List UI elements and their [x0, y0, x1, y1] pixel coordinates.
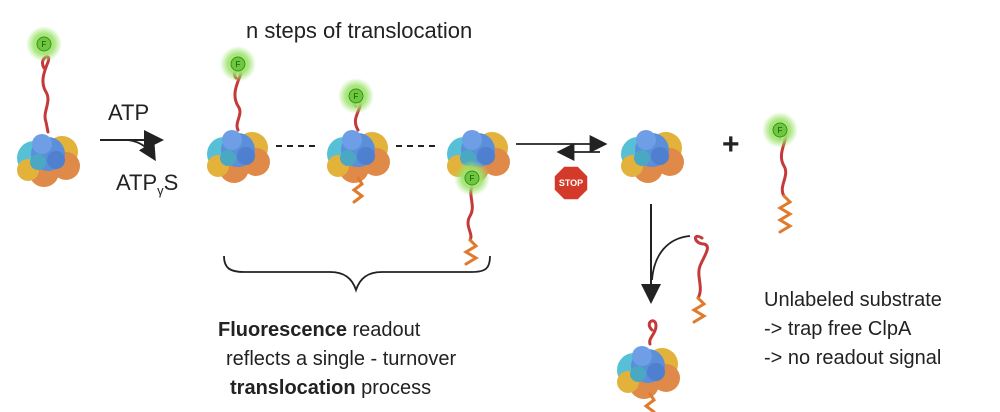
- clpa-complex-trapped: [617, 346, 680, 399]
- trap-line-3: -> no readout signal: [764, 347, 942, 369]
- trap-line-2: -> trap free ClpA: [764, 318, 912, 340]
- equilibrium-arrows: [516, 135, 608, 161]
- atp-label: ATP: [108, 100, 150, 125]
- fluor-label-4: F: [470, 174, 475, 183]
- clpa-complex-free: [621, 130, 684, 183]
- fluor-label-5: F: [778, 126, 783, 135]
- substrate-4: [463, 184, 479, 266]
- plus-sign: +: [722, 128, 740, 161]
- atp-gamma-s-label: ATPγS: [116, 170, 179, 198]
- fluor-label-2: F: [236, 60, 241, 69]
- trapped-substrate: [643, 319, 658, 412]
- fluorophore-2: F: [220, 46, 256, 82]
- atp-gamma-s-suffix: S: [163, 170, 179, 195]
- readout-line-1: Fluorescence readout: [218, 316, 456, 345]
- atp-arrow: [100, 130, 164, 162]
- readout-line-1-rest: readout: [346, 319, 421, 341]
- readout-translocation-word: translocation: [230, 377, 356, 399]
- clpa-complex-3: [327, 130, 390, 183]
- trap-caption: Unlabeled substrate -> trap free ClpA ->…: [764, 286, 942, 373]
- readout-caption: Fluorescence readout reflects a single -…: [218, 316, 456, 403]
- fluorophore-3: F: [338, 78, 374, 114]
- atp-gamma-s-base: ATP: [116, 170, 158, 195]
- trap-arrow: [641, 204, 691, 304]
- diagram-title: n steps of translocation: [246, 18, 473, 43]
- clpa-complex-2: [207, 130, 270, 183]
- unlabeled-substrate: [691, 234, 709, 324]
- readout-fluorescence-word: Fluorescence: [218, 319, 347, 341]
- readout-brace: [223, 255, 491, 293]
- fluorophore-5: F: [762, 112, 798, 148]
- clpa-complex-1: [17, 134, 80, 187]
- readout-line-2: reflects a single - turnover: [226, 348, 457, 370]
- trap-line-1: Unlabeled substrate: [764, 289, 942, 311]
- atp-gamma-s-subscript: γ: [157, 183, 164, 198]
- fluorophore-4: F: [454, 160, 490, 196]
- substrate-1: [41, 55, 51, 134]
- fluorophore-1: F: [26, 26, 62, 62]
- fluor-label-3: F: [354, 92, 359, 101]
- stop-label: STOP: [559, 178, 583, 188]
- readout-line-3: translocation process: [218, 374, 456, 403]
- fluor-label-1: F: [42, 40, 47, 49]
- readout-line-3-rest: process: [355, 377, 432, 399]
- stop-sign-icon: STOP: [553, 165, 589, 201]
